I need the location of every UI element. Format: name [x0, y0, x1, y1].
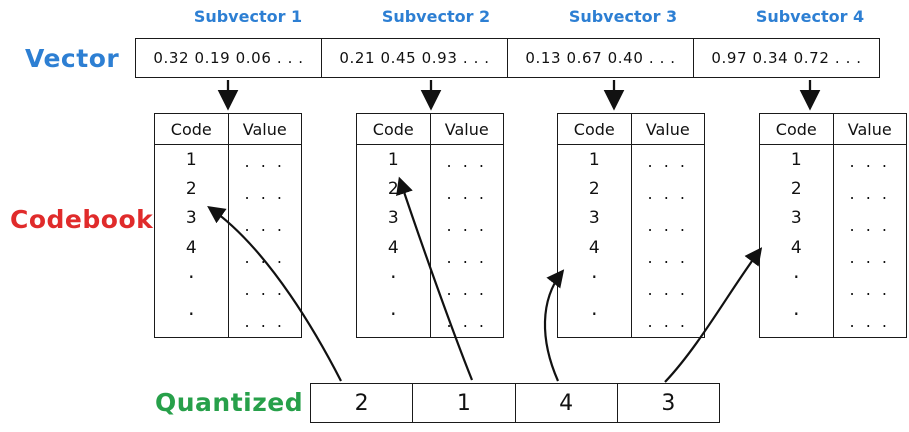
codebook-value-cell: . . .: [849, 247, 890, 267]
codebook-value-cell: . . .: [647, 183, 688, 203]
codebook-value-cell: . . .: [446, 183, 487, 203]
quantized-code-cell-1[interactable]: 2: [311, 384, 414, 422]
subvector-title-1: Subvector 1: [193, 7, 303, 26]
codebook-code-cell[interactable]: 3: [790, 208, 802, 229]
codebook-value-column-2: . . . . . . . . . . . . . . . . . .: [431, 145, 504, 337]
codebook-value-cell: . . .: [244, 183, 285, 203]
codebook-code-cell[interactable]: 4: [588, 237, 600, 258]
codebook-value-cell: . . .: [446, 247, 487, 267]
codebook-header-row-4: Code Value: [760, 114, 906, 145]
codebook-value-column-1: . . . . . . . . . . . . . . . . . .: [229, 145, 302, 337]
codebook-body-1: 1 2 3 4 · · . . . . . . . . . . . . . . …: [155, 145, 301, 337]
subvector-title-3: Subvector 3: [568, 7, 678, 26]
codebook-value-cell: . . .: [647, 311, 688, 331]
codebook-code-cell: ·: [188, 302, 195, 327]
codebook-value-cell: . . .: [849, 183, 890, 203]
codebook-value-cell: . . .: [647, 279, 688, 299]
codebook-code-cell: ·: [188, 264, 195, 289]
vector-subvector-cell-1[interactable]: 0.32 0.19 0.06 . . .: [136, 39, 322, 77]
quantized-code-cell-3[interactable]: 4: [516, 384, 618, 422]
codebook-header-code-3: Code: [558, 114, 632, 144]
codebook-code-cell: ·: [793, 302, 800, 327]
codebook-code-cell[interactable]: 1: [387, 149, 399, 170]
codebook-body-4: 1 2 3 4 · · . . . . . . . . . . . . . . …: [760, 145, 906, 337]
codebook-value-cell: . . .: [647, 151, 688, 171]
codebook-code-cell: ·: [591, 264, 598, 289]
codebook-code-cell: ·: [390, 264, 397, 289]
codebook-header-row-1: Code Value: [155, 114, 301, 145]
codebook-value-cell: . . .: [849, 151, 890, 171]
codebook-header-row-2: Code Value: [357, 114, 503, 145]
codebook-code-cell[interactable]: 4: [790, 237, 802, 258]
codebook-code-column-2: 1 2 3 4 · ·: [357, 145, 431, 337]
codebook-value-cell: . . .: [244, 215, 285, 235]
vector-subvector-cell-4[interactable]: 0.97 0.34 0.72 . . .: [711, 49, 862, 67]
codebook-value-cell: . . .: [647, 247, 688, 267]
vector-row: 0.32 0.19 0.06 . . . 0.21 0.45 0.93 . . …: [135, 38, 880, 78]
codebook-code-cell: ·: [793, 264, 800, 289]
codebook-code-cell[interactable]: 1: [185, 149, 197, 170]
vector-subvector-cell-3[interactable]: 0.13 0.67 0.40 . . .: [508, 39, 694, 77]
quantized-code-cell-2[interactable]: 1: [413, 384, 516, 422]
codebook-header-value-3: Value: [645, 119, 690, 139]
codebook-table-1: Code Value 1 2 3 4 · · . . . . . . . . .…: [154, 113, 302, 338]
codebook-value-cell: . . .: [244, 279, 285, 299]
codebook-value-cell: . . .: [446, 215, 487, 235]
codebook-code-cell[interactable]: 2: [387, 178, 399, 199]
codebook-value-cell: . . .: [849, 279, 890, 299]
codebook-code-cell[interactable]: 3: [185, 208, 197, 229]
codebook-code-cell: ·: [591, 302, 598, 327]
codebook-code-cell[interactable]: 3: [588, 208, 600, 229]
codebook-header-code-4: Code: [760, 114, 834, 144]
codebook-value-cell: . . .: [244, 151, 285, 171]
subvector-title-2: Subvector 2: [381, 7, 491, 26]
codebook-code-cell[interactable]: 4: [387, 237, 399, 258]
codebook-value-cell: . . .: [849, 311, 890, 331]
codebook-header-value-2: Value: [444, 119, 489, 139]
codebook-code-cell[interactable]: 1: [588, 149, 600, 170]
vector-subvector-cell-2[interactable]: 0.21 0.45 0.93 . . .: [322, 39, 508, 77]
codebook-header-code-2: Code: [357, 114, 431, 144]
codebook-header-value-1: Value: [242, 119, 287, 139]
codebook-table-3: Code Value 1 2 3 4 · · . . . . . . . . .…: [557, 113, 705, 338]
codebook-code-column-3: 1 2 3 4 · ·: [558, 145, 632, 337]
quantized-row-label: Quantized: [155, 388, 304, 417]
codebook-code-cell[interactable]: 3: [387, 208, 399, 229]
codebook-table-4: Code Value 1 2 3 4 · · . . . . . . . . .…: [759, 113, 907, 338]
codebook-table-2: Code Value 1 2 3 4 · · . . . . . . . . .…: [356, 113, 504, 338]
codebook-header-value-4: Value: [847, 119, 892, 139]
codebook-code-cell: ·: [390, 302, 397, 327]
codebook-body-3: 1 2 3 4 · · . . . . . . . . . . . . . . …: [558, 145, 704, 337]
codebook-value-cell: . . .: [244, 311, 285, 331]
codebook-value-cell: . . .: [446, 151, 487, 171]
codebook-header-row-3: Code Value: [558, 114, 704, 145]
quantized-code-row: 2 1 4 3: [310, 383, 720, 423]
vector-row-label: Vector: [25, 44, 120, 73]
codebook-code-cell[interactable]: 1: [790, 149, 802, 170]
codebook-value-column-4: . . . . . . . . . . . . . . . . . .: [834, 145, 907, 337]
codebook-code-cell[interactable]: 2: [185, 178, 197, 199]
codebook-value-cell: . . .: [446, 311, 487, 331]
codebook-value-cell: . . .: [647, 215, 688, 235]
codebook-row-label: Codebook: [10, 205, 154, 234]
codebook-code-cell[interactable]: 4: [185, 237, 197, 258]
codebook-code-column-1: 1 2 3 4 · ·: [155, 145, 229, 337]
codebook-code-cell[interactable]: 2: [588, 178, 600, 199]
codebook-header-code-1: Code: [155, 114, 229, 144]
codebook-value-cell: . . .: [849, 215, 890, 235]
quantized-code-cell-4[interactable]: 3: [661, 390, 676, 416]
codebook-value-column-3: . . . . . . . . . . . . . . . . . .: [632, 145, 705, 337]
codebook-code-column-4: 1 2 3 4 · ·: [760, 145, 834, 337]
subvector-title-4: Subvector 4: [755, 7, 865, 26]
codebook-value-cell: . . .: [244, 247, 285, 267]
codebook-body-2: 1 2 3 4 · · . . . . . . . . . . . . . . …: [357, 145, 503, 337]
codebook-code-cell[interactable]: 2: [790, 178, 802, 199]
codebook-value-cell: . . .: [446, 279, 487, 299]
